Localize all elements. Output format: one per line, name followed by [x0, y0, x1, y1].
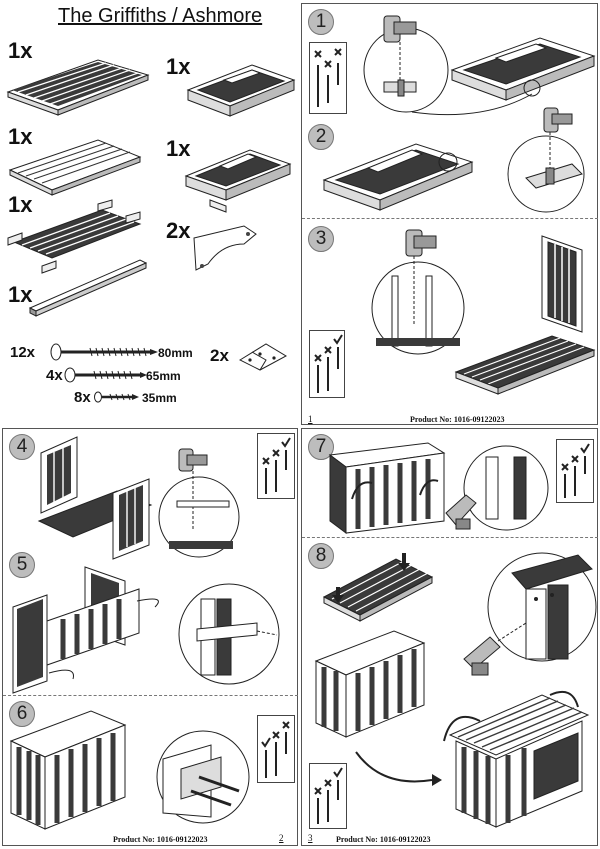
page-number-3: 3 — [308, 833, 313, 843]
step-4-screw-box — [257, 433, 295, 499]
qty-roof-panel: 1x — [8, 38, 33, 63]
step-8-arrow — [355, 751, 442, 786]
screw-35mm-icon — [94, 391, 139, 403]
step-3-assembly-drawing — [454, 235, 596, 395]
step-6-detail-circle — [156, 730, 250, 824]
divider — [302, 537, 598, 538]
step-5-badge: 5 — [9, 552, 35, 578]
qty-beam: 1x — [8, 282, 33, 307]
step-6-assembly-drawing — [9, 710, 127, 830]
step-2-badge: 2 — [308, 124, 334, 150]
step-1-drill-icon — [363, 15, 449, 113]
step-8-drill-icon — [463, 622, 527, 676]
page-number-1: 1 — [308, 414, 313, 424]
beam-drawing — [28, 259, 148, 317]
product-number-page-1: Product No: 1016-09122023 — [410, 415, 505, 424]
qty-floor-panel: 1x — [8, 124, 33, 149]
screw-len-80: 80mm — [158, 346, 193, 360]
step-8-assembly-drawing — [314, 553, 434, 738]
steps-1-3-panel: 1 2 3 — [301, 3, 598, 425]
step-8-detail-circle — [487, 552, 597, 662]
step-7-screw-box — [556, 439, 594, 503]
step-3-screw-box — [309, 330, 345, 398]
step-1-badge: 1 — [308, 9, 334, 35]
step-7-assembly-drawing — [328, 442, 446, 534]
step-3-drill-icon — [371, 229, 465, 355]
side-frame-2-drawing — [184, 149, 292, 213]
step-4-badge: 4 — [9, 434, 35, 460]
qty-curved-bracket: 2x — [166, 218, 191, 243]
step-1-connector — [411, 93, 533, 116]
qty-side-frame-1: 1x — [166, 54, 191, 79]
product-number-page-3: Product No: 1016-09122023 — [336, 835, 431, 844]
divider — [302, 218, 598, 219]
steps-4-6-panel: 4 5 6 — [2, 428, 298, 846]
step-6-badge: 6 — [9, 701, 35, 727]
step-1-screw-box — [309, 42, 347, 114]
step-5-detail-circle — [178, 583, 280, 685]
page-title: The Griffiths / Ashmore — [58, 5, 263, 27]
screw-selection-icon — [314, 48, 342, 107]
step-8-final-drawing — [443, 691, 590, 828]
step-4-assembly-drawing — [37, 436, 153, 560]
step-8-screw-box — [309, 763, 347, 829]
step-1-frame-drawing — [450, 37, 596, 101]
qty-base-frame: 1x — [8, 192, 33, 217]
screw-80mm-icon — [50, 343, 158, 361]
divider — [3, 695, 298, 696]
screw-selection-icon — [314, 334, 343, 393]
base-frame-drawing — [7, 199, 142, 274]
step-2-drill-icon — [507, 107, 585, 213]
steps-7-8-panel: 7 8 — [301, 428, 598, 846]
qty-l-bracket: 2x — [210, 346, 229, 365]
screw-qty-80: 12x — [10, 344, 36, 361]
l-bracket-icon — [238, 343, 288, 371]
screw-len-35: 35mm — [142, 391, 177, 405]
roof-panel-drawing — [6, 59, 150, 116]
step-7-drill-icon — [445, 445, 549, 531]
screw-selection-icon — [262, 437, 291, 494]
step-2-frame-drawing — [322, 143, 474, 211]
floor-panel-drawing — [8, 139, 142, 196]
screw-65mm-icon — [64, 367, 147, 383]
page-number-2: 2 — [279, 833, 284, 843]
step-5-assembly-drawing — [12, 566, 159, 694]
screw-selection-icon — [261, 721, 290, 778]
screw-selection-icon — [561, 443, 590, 498]
parts-list-panel: The Griffiths / Ashmore 1x 1x 1x — [0, 0, 298, 424]
screw-qty-65: 4x — [46, 367, 63, 384]
step-3-badge: 3 — [308, 226, 334, 252]
screw-qty-35: 8x — [74, 389, 91, 406]
step-8-badge: 8 — [308, 543, 334, 569]
step-4-drill-icon — [158, 448, 240, 558]
screw-len-65: 65mm — [146, 369, 181, 383]
qty-side-frame-2: 1x — [166, 136, 191, 161]
side-frame-1-drawing — [186, 64, 296, 117]
curved-bracket-drawing — [193, 225, 257, 271]
step-6-screw-box — [257, 715, 295, 783]
product-number-page-2: Product No: 1016-09122023 — [113, 835, 208, 844]
screw-selection-icon — [314, 767, 343, 824]
